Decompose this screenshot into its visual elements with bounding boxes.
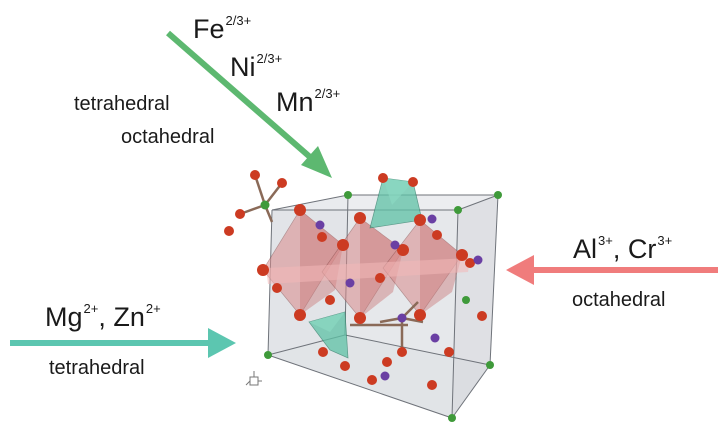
left-arrow bbox=[10, 328, 236, 358]
ion-label-mn: Mn2/3+ bbox=[276, 86, 341, 117]
axes-gizmo-icon bbox=[245, 371, 262, 386]
top-arrow bbox=[166, 30, 332, 178]
site-label-tetrahedral-top: tetrahedral bbox=[74, 93, 170, 115]
ion-label-al-cr: Al3+, Cr3+ bbox=[573, 233, 673, 264]
site-label-octahedral-top: octahedral bbox=[121, 126, 215, 148]
ion-label-mg-zn: Mg2+, Zn2+ bbox=[45, 301, 161, 332]
octahedra-chain bbox=[262, 209, 470, 319]
corner-atoms bbox=[260, 191, 502, 422]
ion-label-fe: Fe2/3+ bbox=[193, 13, 252, 44]
tetrahedra bbox=[308, 177, 423, 359]
site-label-tetrahedral-left: tetrahedral bbox=[49, 357, 145, 379]
ion-label-ni: Ni2/3+ bbox=[230, 51, 283, 82]
site-label-octahedral-right: octahedral bbox=[572, 289, 666, 311]
right-arrow bbox=[506, 255, 718, 285]
tetrahedral-site-atoms bbox=[315, 214, 483, 381]
oxygen-atoms bbox=[224, 170, 487, 390]
